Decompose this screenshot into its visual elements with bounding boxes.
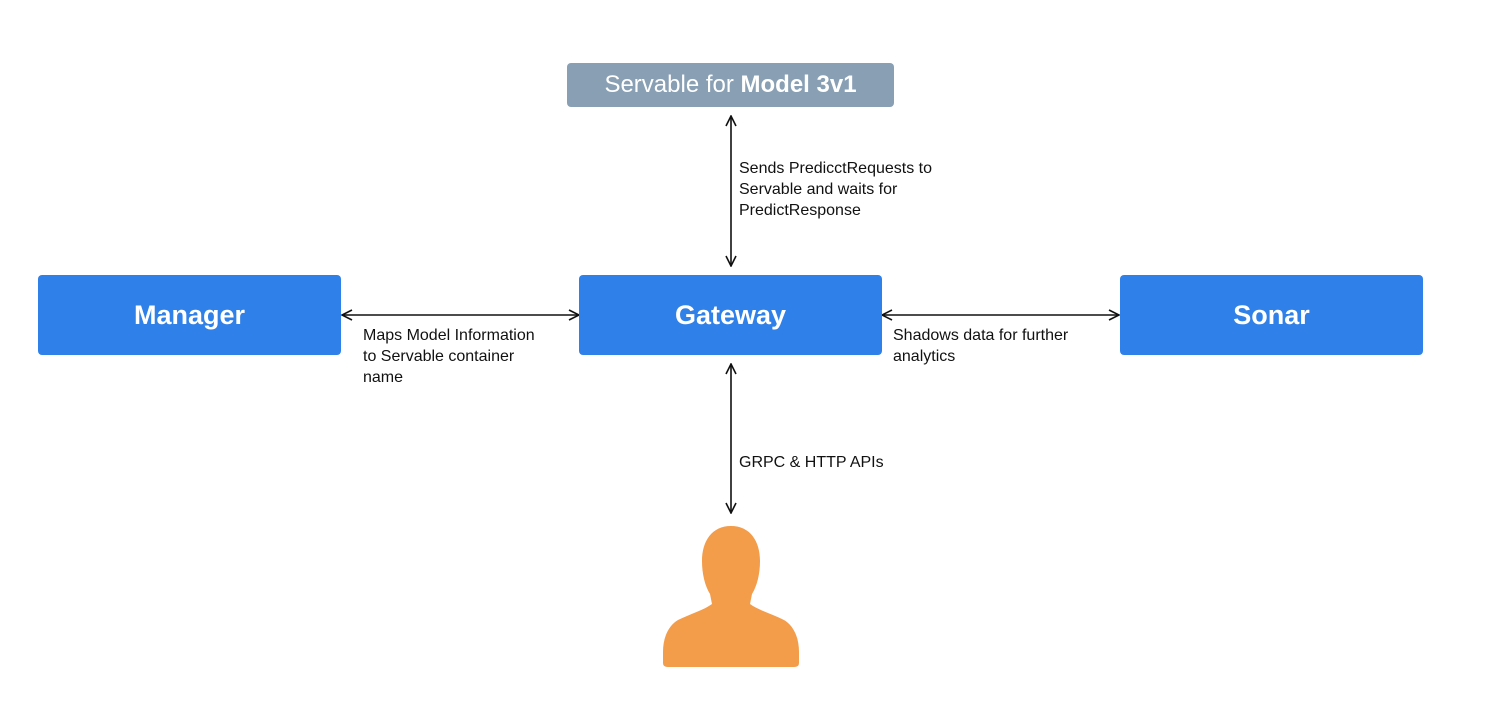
manager-node-label: Manager <box>133 299 246 330</box>
gateway-node-label: Gateway <box>674 299 787 330</box>
edge-label-line: to Servable container <box>363 348 515 365</box>
edge-label-manager-gateway: Maps Model Information to Servable conta… <box>363 325 535 388</box>
edge-label-line: analytics <box>893 348 956 365</box>
edge-label-user-gateway: GRPC & HTTP APIs <box>739 452 884 473</box>
edge-label-line: Sends PredicctRequests to <box>739 160 932 177</box>
servable-node-model: Model 3v1 <box>740 71 857 98</box>
servable-node: Servable for Model 3v1 <box>567 63 894 107</box>
edge-label-line: GRPC & HTTP APIs <box>739 454 884 471</box>
person-silhouette-icon <box>663 526 799 667</box>
sonar-node: Sonar <box>1120 275 1423 355</box>
servable-node-prefix: Servable for <box>604 71 741 98</box>
gateway-node: Gateway <box>579 275 882 355</box>
edge-label-line: name <box>363 369 404 386</box>
edge-label-line: PredictResponse <box>739 202 861 219</box>
sonar-node-label: Sonar <box>1233 299 1310 330</box>
edge-label-gateway-servable: Sends PredicctRequests to Servable and w… <box>739 158 932 221</box>
edge-label-line: Servable and waits for <box>739 181 898 198</box>
edge-label-line: Shadows data for further <box>893 327 1069 344</box>
manager-node: Manager <box>38 275 341 355</box>
edge-label-line: Maps Model Information <box>363 327 535 344</box>
edge-label-gateway-sonar: Shadows data for further analytics <box>893 325 1068 367</box>
